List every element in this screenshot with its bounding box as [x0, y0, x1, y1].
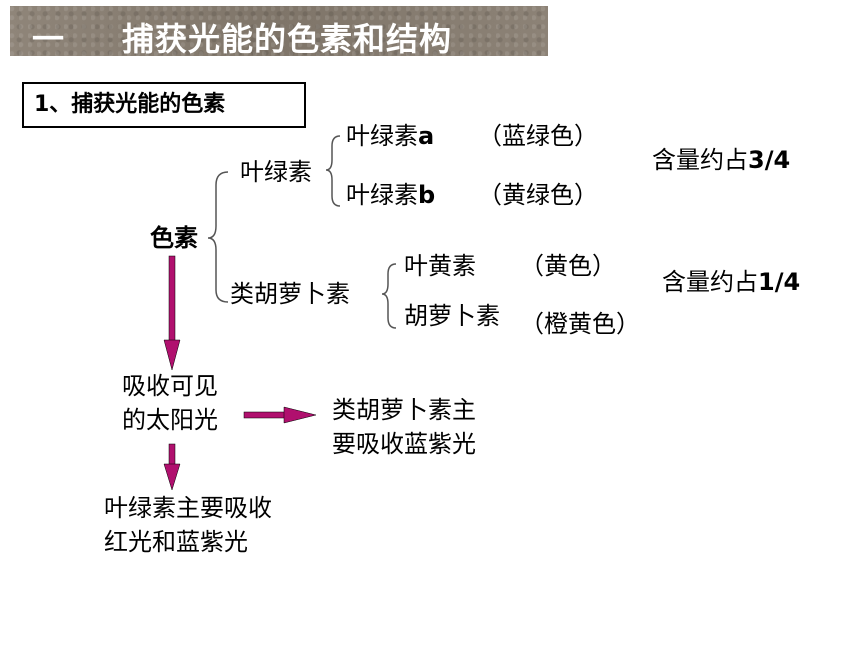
chlorophyll-a: 叶绿素a — [346, 122, 435, 150]
subtitle-box: 1、捕获光能的色素 — [22, 82, 306, 128]
chlorophyll-label: 叶绿素 — [240, 158, 312, 186]
arrow-root-to-absorb — [163, 255, 181, 371]
arrow-absorb-to-carotenoid-note — [243, 406, 317, 424]
chlorophyll-content: 含量约占3/4 — [652, 146, 791, 174]
absorb-line-2: 的太阳光 — [122, 406, 218, 434]
page-title: 捕获光能的色素和结构 — [122, 20, 453, 58]
carotenoid-brace — [381, 263, 397, 329]
chlorophyll-note-line-1: 叶绿素主要吸收 — [104, 494, 272, 522]
section-number: 一 — [32, 20, 65, 58]
arrow-absorb-to-chlorophyll-note — [163, 443, 181, 491]
chlorophyll-b: 叶绿素b — [346, 181, 436, 209]
root-brace — [207, 171, 229, 303]
root-label: 色素 — [150, 224, 198, 252]
carotenoid-content: 含量约占1/4 — [662, 268, 801, 296]
chlorophyll-note-line-2: 红光和蓝紫光 — [104, 528, 248, 556]
chlorophyll-a-color: （蓝绿色） — [478, 122, 598, 150]
chlorophyll-b-color: （黄绿色） — [478, 181, 598, 209]
carotene: 胡萝卜素 — [404, 302, 500, 330]
title-bar: 一 捕获光能的色素和结构 — [10, 6, 548, 58]
chlorophyll-brace — [325, 135, 341, 207]
carotene-color: （橙黄色） — [520, 310, 640, 338]
carotenoid-note-line-2: 要吸收蓝紫光 — [332, 430, 476, 458]
carotenoid-note-line-1: 类胡萝卜素主 — [332, 396, 476, 424]
xanthophyll: 叶黄素 — [404, 252, 476, 280]
absorb-line-1: 吸收可见 — [122, 372, 218, 400]
carotenoid-label: 类胡萝卜素 — [230, 280, 350, 308]
xanthophyll-color: （黄色） — [520, 252, 616, 280]
